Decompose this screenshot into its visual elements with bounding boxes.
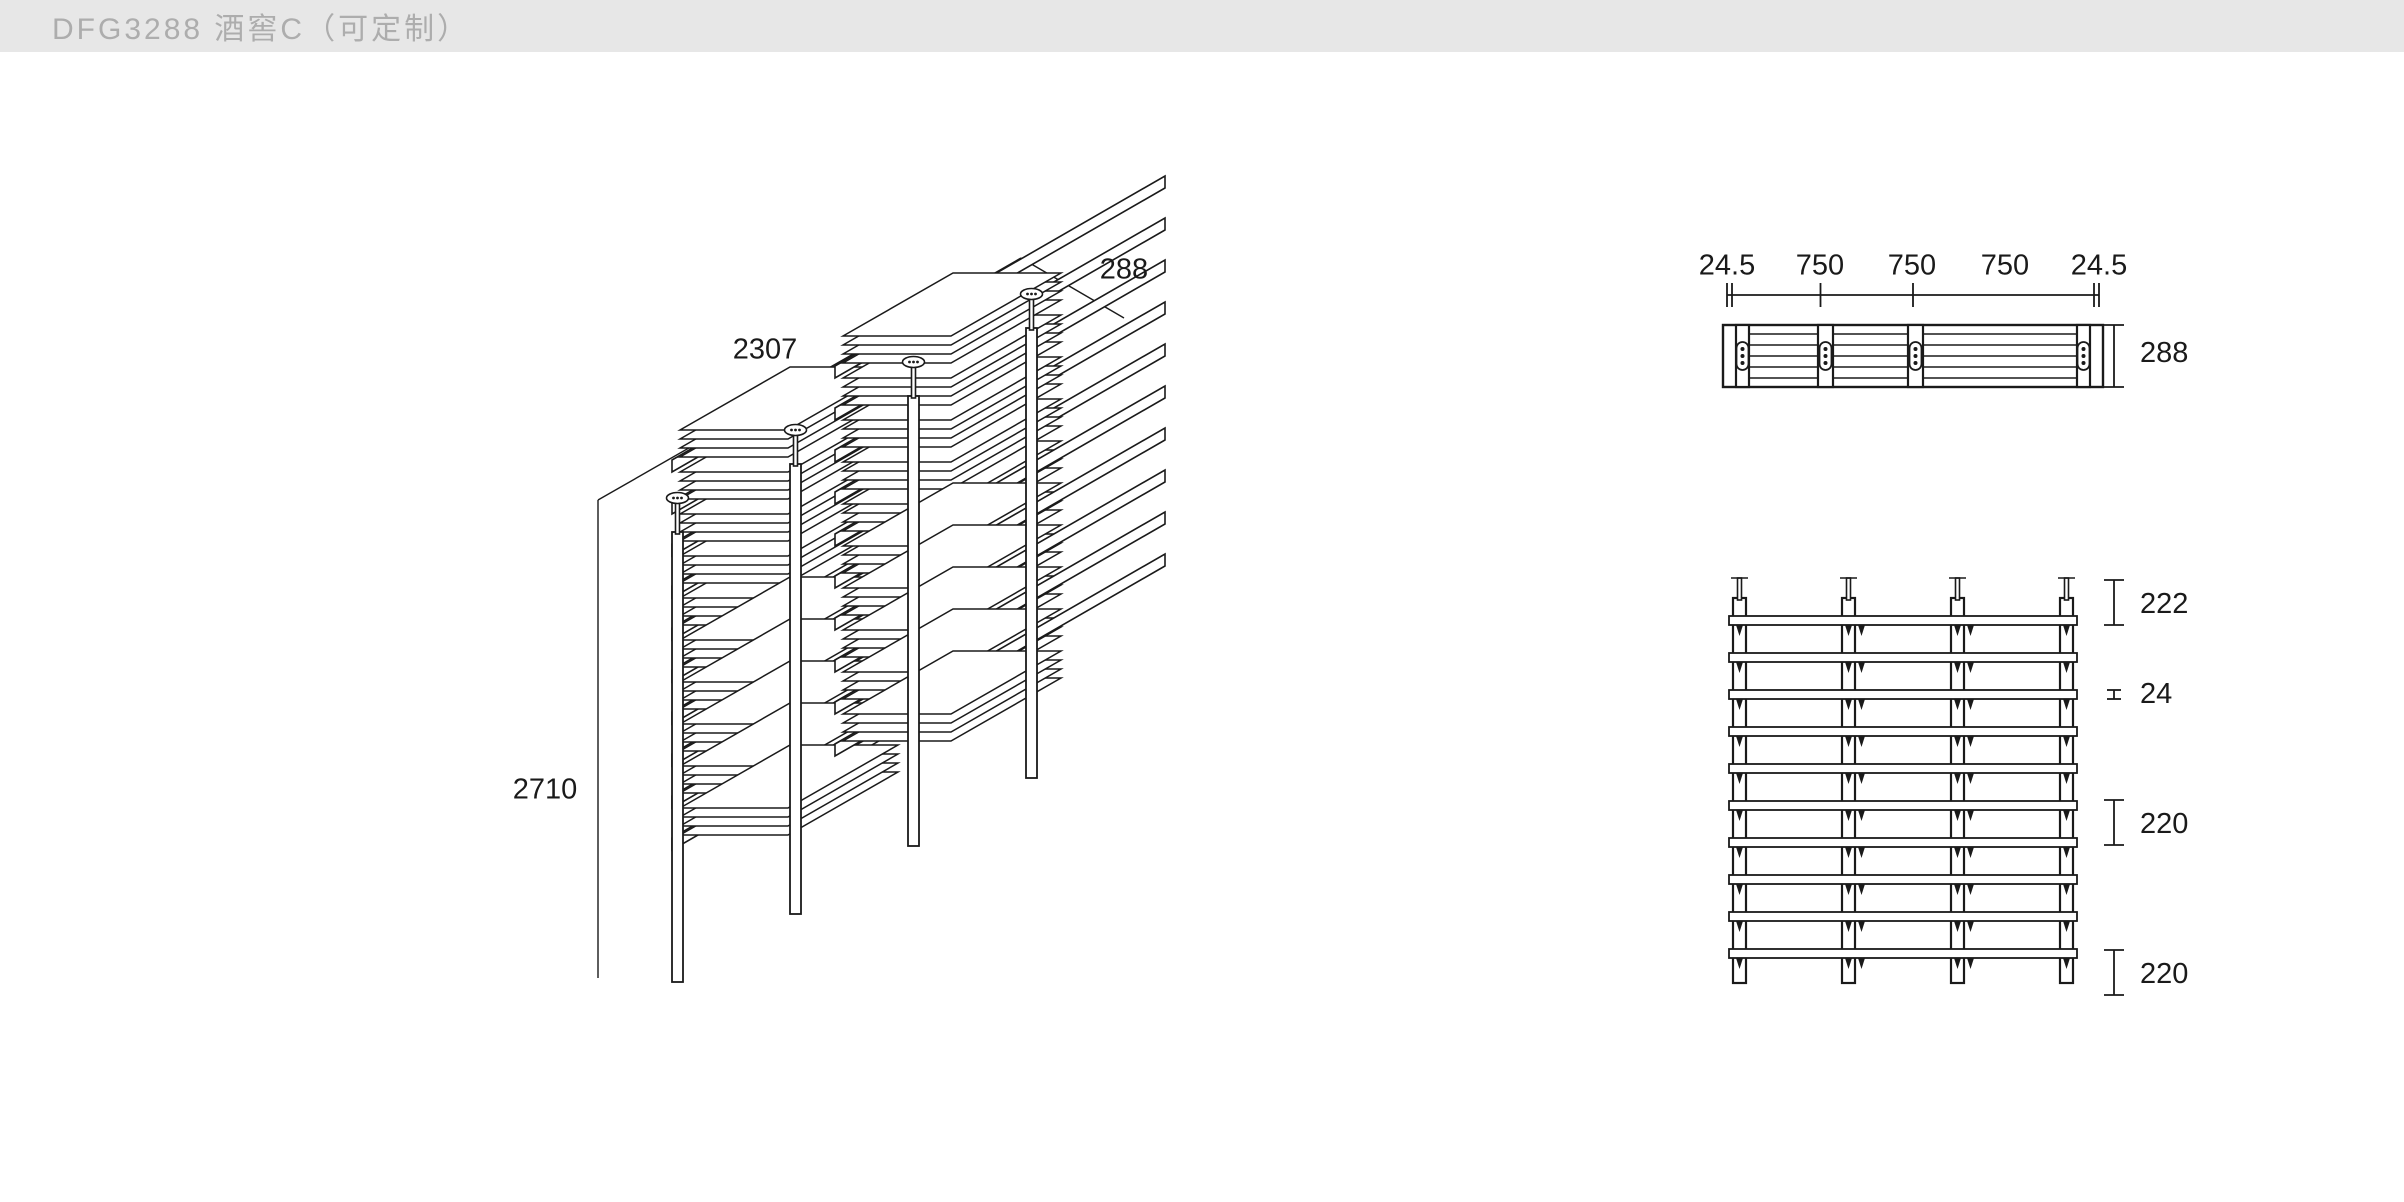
- front-dimension-label-rail-thickness: 24: [2140, 678, 2173, 710]
- top-dimension-label-right-edge: 24.5: [2070, 249, 2128, 282]
- top-dimension-label-bay-2: 750: [1887, 249, 1937, 282]
- page-title: DFG3288 酒窖C（可定制）: [52, 13, 471, 46]
- top-dimension-label-left-edge: 24.5: [1698, 249, 1756, 282]
- top-view-dimension-line: [1726, 283, 2100, 307]
- isometric-view: [597, 175, 1166, 983]
- title-bar: DFG3288 酒窖C（可定制）: [0, 0, 2404, 52]
- iso-depth-dimension-label: 288: [1099, 253, 1149, 286]
- front-dimension-label-shelf-pitch: 220: [2140, 808, 2189, 840]
- front-shelf-rails: [1728, 615, 2078, 959]
- front-dimension-label-bottom-pitch: 220: [2140, 958, 2189, 990]
- top-dimension-label-bay-3: 750: [1980, 249, 2030, 282]
- top-view-depth-dimension-label: 288: [2140, 337, 2189, 369]
- front-view-dimension-markers: [2104, 579, 2124, 996]
- isometric-rack-body: [665, 175, 1166, 983]
- top-view-height-dimension: [2104, 324, 2124, 388]
- front-elevation-view: [1728, 577, 2124, 996]
- iso-height-dimension-label: 2710: [512, 773, 578, 806]
- top-view: [1721, 283, 2124, 389]
- front-shelf-brackets: [1736, 625, 2070, 969]
- top-dimension-label-bay-1: 750: [1795, 249, 1845, 282]
- iso-width-dimension-label: 2307: [732, 333, 798, 366]
- front-dimension-label-top-gap: 222: [2140, 588, 2189, 620]
